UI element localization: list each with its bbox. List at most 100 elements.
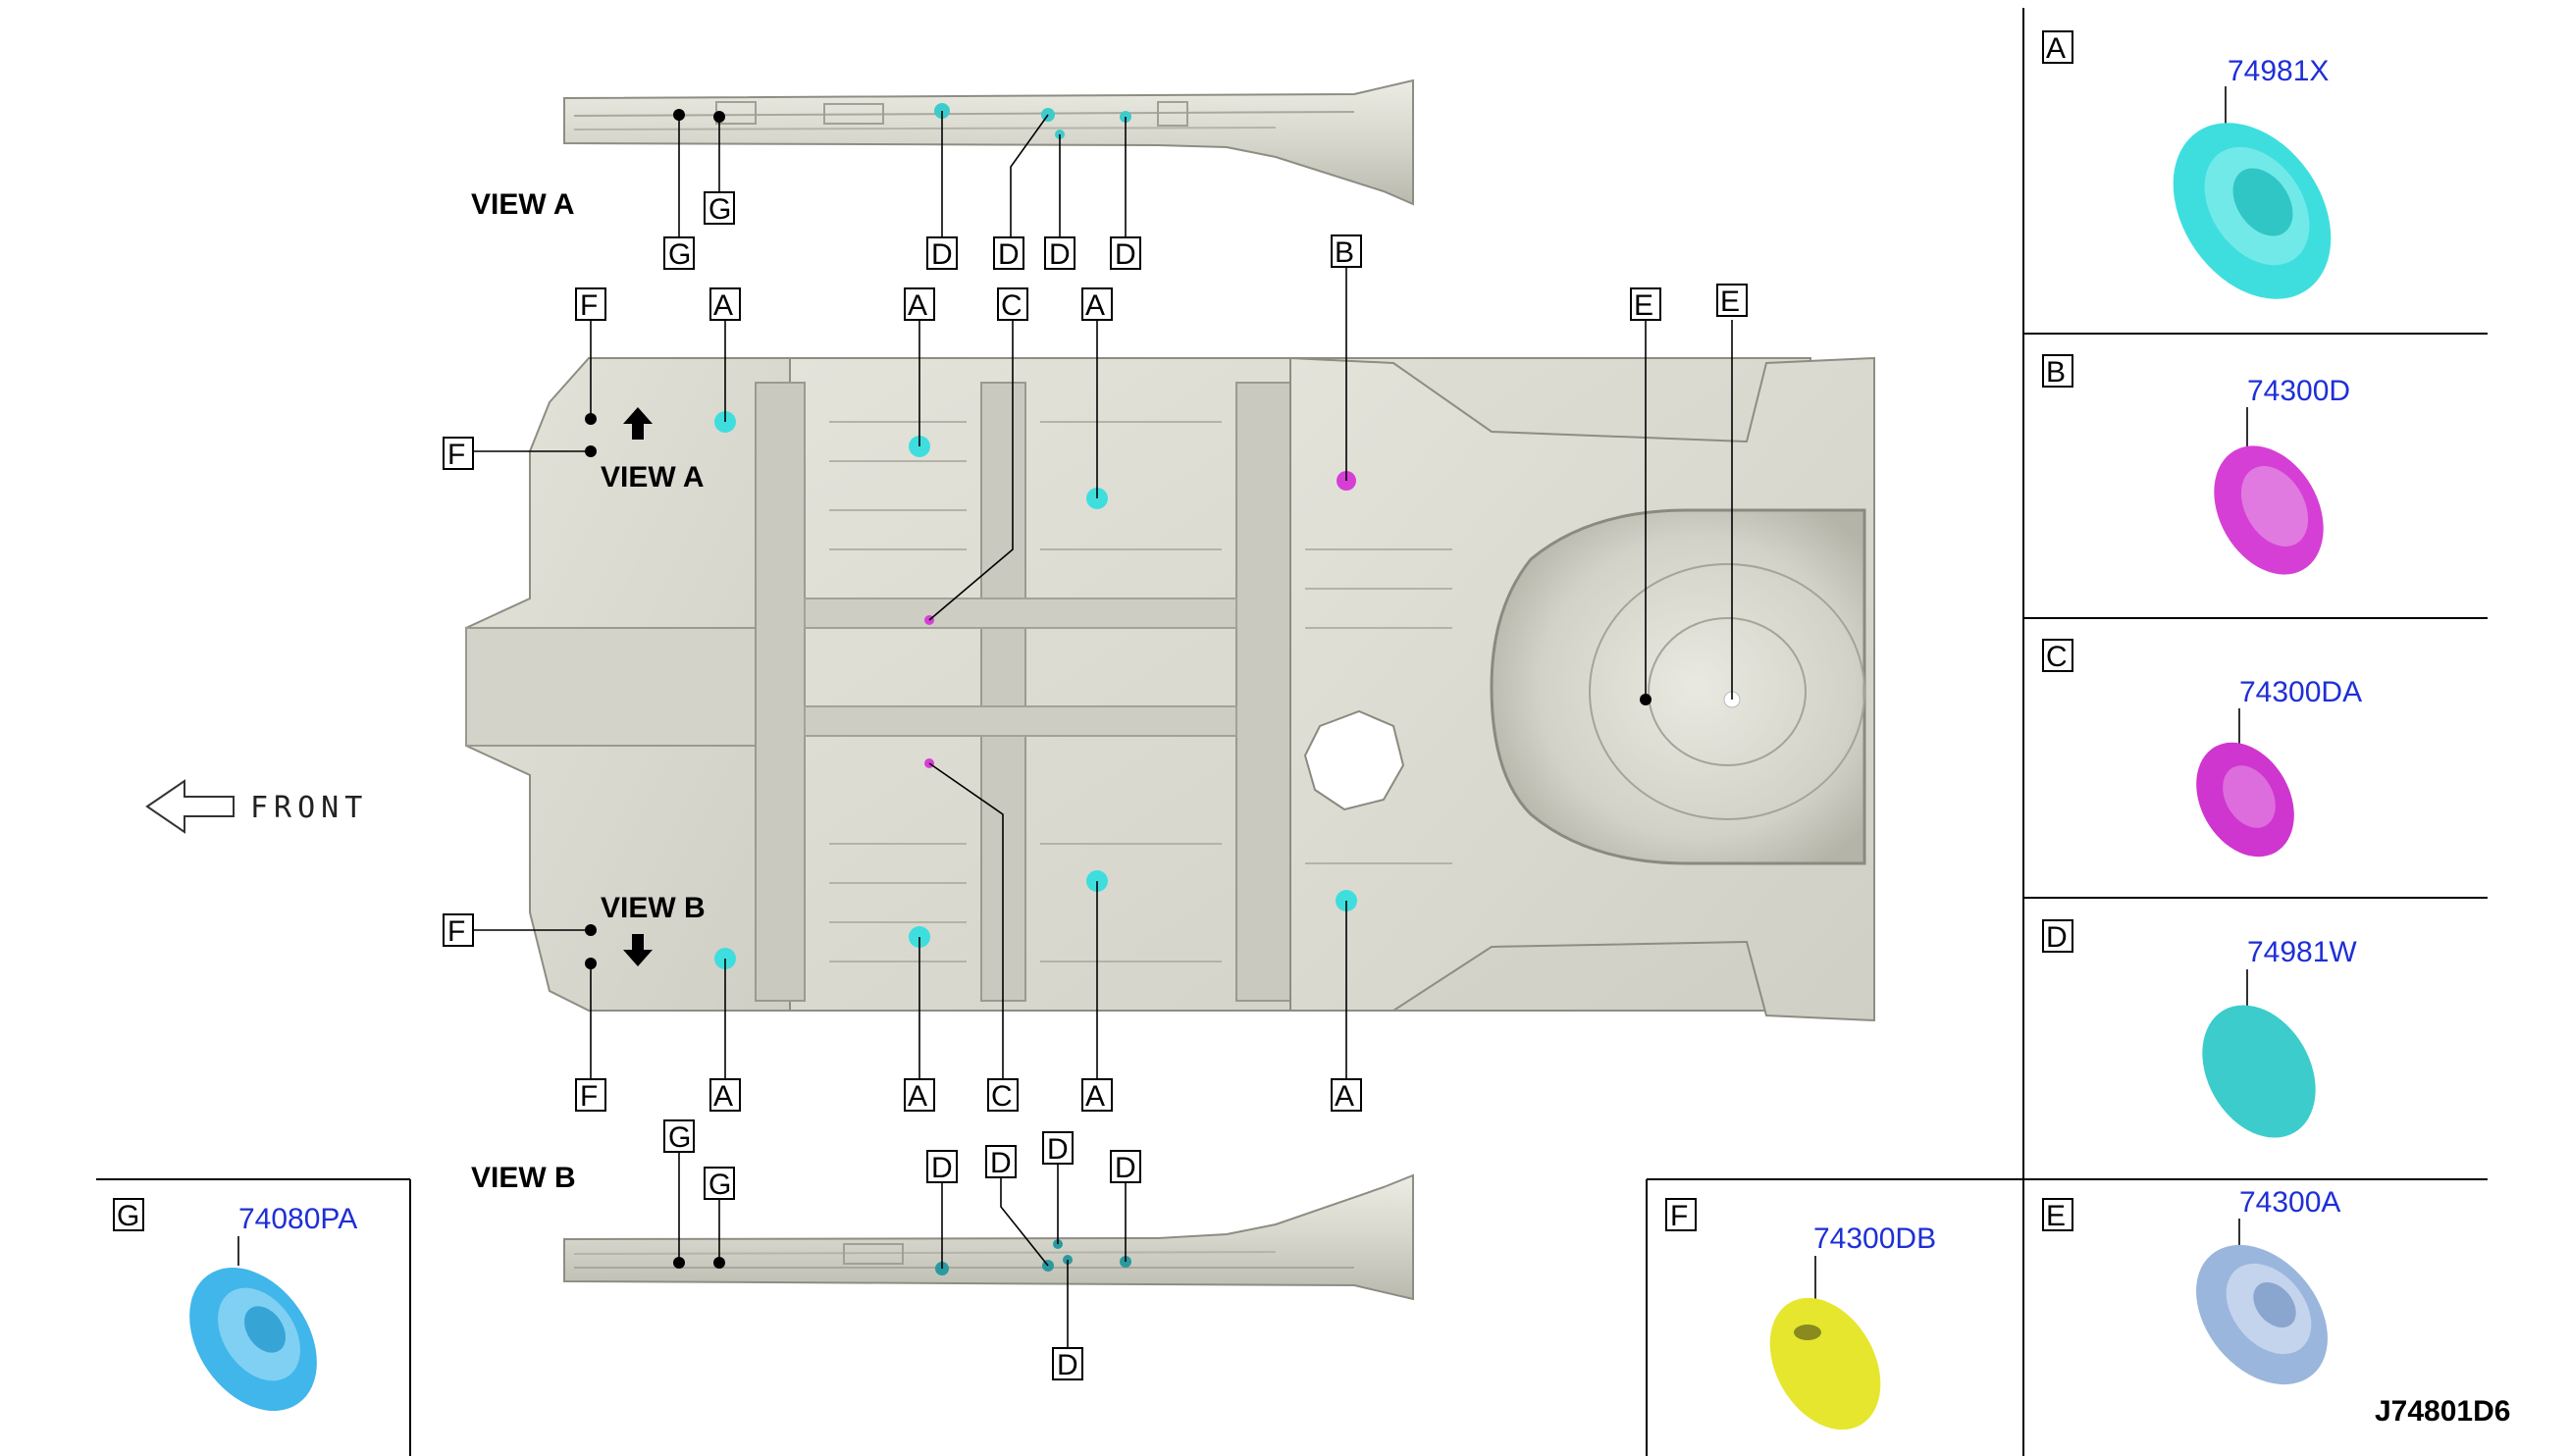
callout-d: D bbox=[985, 1145, 1017, 1179]
callout-d: D bbox=[926, 236, 958, 271]
grommet-c-illustration bbox=[2196, 742, 2294, 858]
svg-text:C: C bbox=[2046, 641, 2068, 673]
svg-text:D: D bbox=[1049, 238, 1071, 271]
legend-item-d: D 74981W bbox=[2042, 919, 2357, 1138]
callout-a: A bbox=[709, 1078, 741, 1113]
grommet-d-illustration bbox=[2202, 1005, 2316, 1138]
svg-text:G: G bbox=[708, 1169, 731, 1201]
svg-text:D: D bbox=[1115, 238, 1136, 271]
callout-a: A bbox=[1331, 1078, 1362, 1113]
view-a-title: VIEW A bbox=[471, 188, 575, 221]
inline-view-b: VIEW B bbox=[601, 892, 706, 924]
part-number: 74981W bbox=[2247, 936, 2357, 968]
legend-frame bbox=[96, 8, 2488, 1456]
grommet-b-illustration bbox=[2214, 445, 2324, 575]
part-number: 74300DA bbox=[2239, 676, 2362, 708]
grommet-g-illustration bbox=[189, 1268, 317, 1411]
view-a-rail bbox=[563, 78, 1414, 206]
callout-d: D bbox=[993, 236, 1024, 271]
front-arrow-icon bbox=[145, 779, 235, 834]
callout-a: A bbox=[1081, 1078, 1113, 1113]
callout-d: D bbox=[1042, 1131, 1074, 1166]
svg-text:C: C bbox=[991, 1080, 1013, 1113]
svg-text:D: D bbox=[931, 238, 953, 271]
svg-text:D: D bbox=[931, 1152, 953, 1184]
svg-text:B: B bbox=[2046, 356, 2066, 389]
view-b-rail bbox=[563, 1173, 1414, 1301]
view-a-leaders bbox=[678, 111, 1127, 237]
callout-a: A bbox=[904, 287, 935, 322]
svg-text:E: E bbox=[2046, 1200, 2066, 1232]
svg-text:D: D bbox=[2046, 921, 2068, 954]
arrow-up-icon bbox=[623, 407, 653, 440]
callout-g: G bbox=[704, 191, 735, 226]
callout-f: F bbox=[443, 437, 474, 471]
diagram-code: J74801D6 bbox=[2375, 1395, 2510, 1428]
callout-f: F bbox=[575, 287, 606, 322]
callout-c: C bbox=[997, 287, 1028, 322]
part-number: 74300D bbox=[2247, 375, 2350, 407]
callout-c: C bbox=[987, 1078, 1019, 1113]
callout-b: B bbox=[1331, 234, 1362, 269]
svg-text:G: G bbox=[708, 193, 731, 226]
callout-f: F bbox=[575, 1078, 606, 1113]
svg-text:G: G bbox=[668, 238, 691, 271]
callout-g: G bbox=[663, 1119, 695, 1154]
svg-text:E: E bbox=[1634, 289, 1653, 322]
svg-text:D: D bbox=[990, 1147, 1012, 1179]
svg-text:C: C bbox=[1001, 289, 1023, 322]
legend-item-f: F 74300DB bbox=[1665, 1198, 1936, 1430]
grommet-a-illustration bbox=[2173, 123, 2332, 299]
callout-a: A bbox=[904, 1078, 935, 1113]
svg-text:A: A bbox=[713, 289, 733, 322]
part-number: 74981X bbox=[2228, 55, 2329, 87]
svg-text:F: F bbox=[580, 289, 598, 322]
svg-text:F: F bbox=[447, 915, 465, 948]
svg-text:A: A bbox=[908, 1080, 927, 1113]
legend-item-g: G 74080PA bbox=[113, 1198, 357, 1411]
callout-d: D bbox=[1110, 1150, 1141, 1184]
svg-text:D: D bbox=[1057, 1349, 1078, 1381]
callout-a: A bbox=[1081, 287, 1113, 322]
svg-text:F: F bbox=[580, 1080, 598, 1113]
part-number: 74300A bbox=[2239, 1186, 2340, 1219]
callout-d: D bbox=[1110, 236, 1141, 271]
front-label: FRONT bbox=[250, 791, 368, 825]
legend-item-c: C 74300DA bbox=[2042, 639, 2362, 858]
callout-d: D bbox=[926, 1150, 958, 1184]
svg-text:A: A bbox=[908, 289, 927, 322]
floor-panel bbox=[465, 356, 1875, 1022]
callout-g: G bbox=[663, 236, 695, 271]
svg-text:D: D bbox=[998, 238, 1020, 271]
callout-d: D bbox=[1052, 1347, 1083, 1381]
view-b-leaders bbox=[678, 1152, 1127, 1348]
svg-text:F: F bbox=[447, 439, 465, 471]
svg-text:G: G bbox=[668, 1121, 691, 1154]
legend-item-b: B 74300D bbox=[2042, 354, 2350, 575]
legend-item-e: E 74300A bbox=[2042, 1186, 2340, 1385]
grommet-f-illustration bbox=[1769, 1297, 1881, 1430]
front-direction: FRONT bbox=[145, 779, 368, 834]
svg-text:B: B bbox=[1335, 236, 1354, 269]
callout-g: G bbox=[704, 1167, 735, 1201]
svg-text:A: A bbox=[1085, 289, 1105, 322]
callout-e: E bbox=[1716, 284, 1748, 318]
callout-d: D bbox=[1044, 236, 1075, 271]
svg-text:A: A bbox=[1085, 1080, 1105, 1113]
svg-text:A: A bbox=[2046, 32, 2066, 65]
svg-text:A: A bbox=[1335, 1080, 1354, 1113]
svg-text:D: D bbox=[1115, 1152, 1136, 1184]
callout-a: A bbox=[709, 287, 741, 322]
grommet-e-illustration bbox=[2196, 1244, 2328, 1385]
svg-text:A: A bbox=[713, 1080, 733, 1113]
callout-f: F bbox=[443, 913, 474, 948]
svg-text:G: G bbox=[117, 1200, 139, 1232]
floor-grommets bbox=[585, 411, 1741, 969]
svg-text:E: E bbox=[1720, 286, 1740, 318]
arrow-down-icon bbox=[623, 934, 653, 966]
part-number: 74300DB bbox=[1813, 1222, 1936, 1255]
callout-e: E bbox=[1630, 287, 1661, 322]
part-number: 74080PA bbox=[238, 1203, 357, 1235]
svg-text:F: F bbox=[1670, 1200, 1688, 1232]
